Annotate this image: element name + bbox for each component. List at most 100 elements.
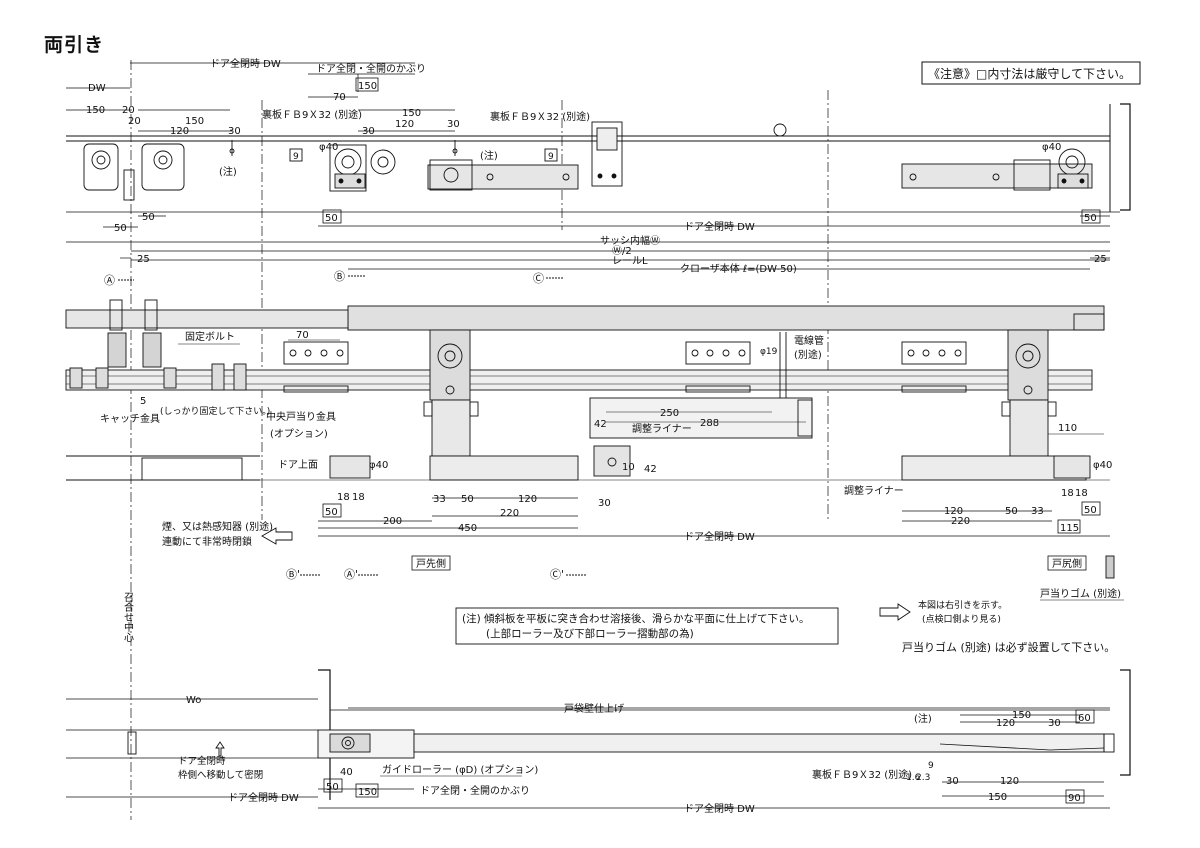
svg-text:450: 450 [458, 523, 477, 534]
svg-text:Ⓑ': Ⓑ' [286, 568, 300, 581]
svg-text:220: 220 [500, 508, 519, 519]
svg-text:(上部ローラー及び下部ローラー摺動部の為): (上部ローラー及び下部ローラー摺動部の為) [486, 627, 694, 640]
hanger-assembly-left [423, 329, 579, 481]
svg-text:ドア上面: ドア上面 [278, 459, 318, 471]
middle-dimensions [66, 241, 1110, 270]
svg-text:裏板ＦＢ9Ｘ32 (別途): 裏板ＦＢ9Ｘ32 (別途) [812, 768, 912, 781]
svg-text:120: 120 [944, 506, 963, 517]
svg-text:50: 50 [142, 212, 155, 223]
svg-text:25: 25 [1094, 254, 1107, 265]
svg-text:(点検口側より見る): (点検口側より見る) [922, 613, 1001, 625]
svg-text:(注): (注) [480, 149, 498, 162]
svg-text:(別途): (別途) [794, 348, 822, 361]
svg-text:120: 120 [518, 494, 537, 505]
svg-text:調整ライナー: 調整ライナー [632, 422, 692, 435]
svg-text:120: 120 [1000, 776, 1019, 787]
svg-text:(オプション): (オプション) [270, 428, 328, 440]
svg-text:ドア全閉時 DW: ドア全閉時 DW [684, 220, 755, 233]
svg-text:(注): (注) [914, 712, 932, 725]
svg-text:戸当りゴム (別途): 戸当りゴム (別途) [1040, 587, 1121, 600]
svg-text:25: 25 [137, 254, 150, 265]
svg-text:288: 288 [700, 418, 719, 429]
svg-text:30: 30 [362, 126, 375, 137]
bottom-plan-view: Wo 戸袋壁仕上げ (注) 150 120 30 60 ドア全閉時 枠側へ移動し… [66, 669, 1131, 815]
svg-text:Ⓑ: Ⓑ [334, 270, 345, 283]
center-roller-assembly [329, 144, 396, 192]
svg-text:115: 115 [1060, 523, 1079, 534]
svg-text:ドア全閉・全開のかぶり: ドア全閉・全開のかぶり [420, 784, 530, 797]
svg-text:120: 120 [996, 718, 1015, 729]
svg-text:50: 50 [1084, 505, 1097, 516]
svg-text:(注): (注) [219, 165, 237, 178]
svg-text:ドア全閉時 DW: ドア全閉時 DW [684, 802, 755, 815]
svg-text:18: 18 [1061, 488, 1074, 499]
svg-text:33: 33 [1031, 506, 1044, 517]
svg-text:Ⓒ': Ⓒ' [550, 568, 564, 581]
top-plan-view: 9 9 ド [66, 57, 1131, 820]
svg-text:戸当りゴム (別途) は必ず設置して下さい。: 戸当りゴム (別途) は必ず設置して下さい。 [902, 640, 1115, 654]
bracket [591, 121, 623, 187]
svg-text:200: 200 [383, 516, 402, 527]
svg-text:ガイドローラー (φD) (オプション): ガイドローラー (φD) (オプション) [382, 764, 538, 776]
closer-plate-right [901, 148, 1093, 191]
svg-text:ドア全閉・全開のかぶり: ドア全閉・全開のかぶり [316, 62, 426, 75]
svg-text:5: 5 [140, 396, 146, 407]
svg-text:150: 150 [86, 105, 105, 116]
svg-text:150: 150 [402, 108, 421, 119]
svg-text:ドア全閉時 DW: ドア全閉時 DW [228, 791, 299, 804]
svg-text:42: 42 [644, 464, 657, 475]
svg-text:18: 18 [337, 492, 350, 503]
svg-text:DW: DW [88, 83, 106, 94]
svg-text:Ⓒ: Ⓒ [533, 272, 544, 285]
svg-text:50: 50 [461, 494, 474, 505]
center-lines [130, 60, 829, 820]
bolt-plate-1 [283, 341, 349, 393]
svg-text:連動にて非常時閉鎖: 連動にて非常時閉鎖 [162, 535, 252, 548]
svg-text:戸尻側: 戸尻側 [1052, 557, 1082, 570]
main-note: (注) 傾斜板を平板に突き合わせ溶接後、滑らかな平面に仕上げて下さい。 (上部ロ… [455, 607, 839, 645]
svg-text:φ40: φ40 [1042, 142, 1061, 153]
svg-text:60: 60 [1078, 713, 1091, 724]
svg-text:ドア全閉時: ドア全閉時 [178, 755, 226, 767]
svg-text:20: 20 [122, 105, 135, 116]
svg-text:50: 50 [325, 507, 338, 518]
notice-box: 《注意》□内寸法は厳守して下さい。 [921, 61, 1141, 85]
svg-text:召合せ中心: 召合せ中心 [122, 592, 134, 642]
svg-text:150: 150 [988, 792, 1007, 803]
svg-text:30: 30 [447, 119, 460, 130]
middle-section-view: サッシ内幅Ⓦ Ⓦ/2 レールL クローザ本体 ℓ=(DW-50) 25 25 Ⓐ… [65, 234, 1124, 601]
notice-text: 《注意》□内寸法は厳守して下さい。 [928, 66, 1131, 81]
svg-text:50: 50 [114, 223, 127, 234]
left-door-rollers [83, 143, 185, 201]
svg-text:サッシ内幅Ⓦ: サッシ内幅Ⓦ [600, 234, 660, 247]
top-dimensions [66, 62, 1110, 228]
svg-text:70: 70 [296, 330, 309, 341]
svg-text:レールL: レールL [612, 256, 648, 267]
bolt-plate-2 [685, 341, 751, 393]
svg-text:150: 150 [358, 787, 377, 798]
svg-text:キャッチ金具: キャッチ金具 [100, 412, 160, 425]
bolt-plate-3 [901, 341, 967, 393]
svg-text:φ19: φ19 [760, 347, 778, 357]
svg-text:戸先側: 戸先側 [416, 557, 446, 570]
svg-text:50: 50 [325, 213, 338, 224]
svg-text:50: 50 [1084, 213, 1097, 224]
catch-hardware [69, 299, 247, 391]
shikkari-note: (しっかり固定して下さい。) [160, 405, 270, 417]
svg-text:40: 40 [340, 767, 353, 778]
svg-text:2.3: 2.3 [916, 773, 930, 783]
svg-text:150: 150 [185, 116, 204, 127]
svg-text:50: 50 [326, 782, 339, 793]
svg-text:18: 18 [352, 492, 365, 503]
center-label: 召合せ中心 [122, 592, 134, 642]
svg-text:18: 18 [1075, 488, 1088, 499]
svg-text:9: 9 [548, 152, 554, 162]
svg-text:裏板ＦＢ9Ｘ32 (別途): 裏板ＦＢ9Ｘ32 (別途) [262, 108, 362, 121]
svg-text:枠側へ移動して密閉: 枠側へ移動して密閉 [178, 769, 263, 781]
svg-text:固定ボルト: 固定ボルト [185, 330, 235, 343]
svg-text:本図は右引きを示す。: 本図は右引きを示す。 [918, 599, 1007, 611]
svg-text:150: 150 [358, 81, 377, 92]
svg-text:250: 250 [660, 408, 679, 419]
